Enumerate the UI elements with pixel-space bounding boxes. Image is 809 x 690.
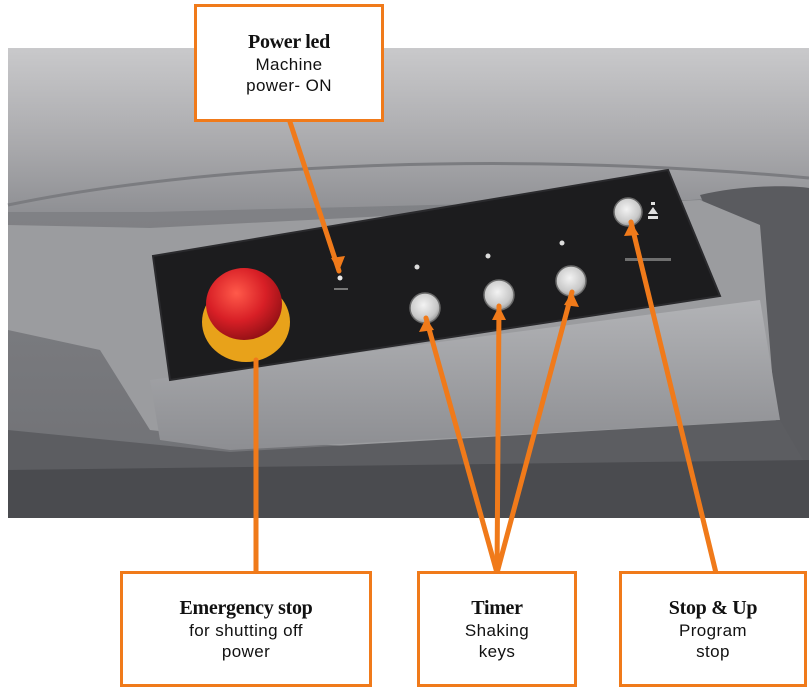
callout-emergency-stop: Emergency stop for shutting off power [120,571,372,687]
power-led-icon [334,275,348,290]
emergency-stop-icon [202,268,290,362]
timer-pointer-1 [423,315,500,576]
timer-led-2 [485,253,491,259]
timer-pointer-3 [494,289,575,576]
timer-arrowhead-1 [419,318,434,332]
stop-up-key-icon [613,197,643,227]
timer-pointer-2 [494,303,502,576]
callout-title: Power led [248,31,330,53]
callout-title: Stop & Up [668,597,758,619]
callout-power-led: Power led Machine power- ON [194,4,384,122]
callout-line: power- ON [246,76,332,95]
control-panel [151,168,722,382]
callout-line: for shutting off [189,621,303,640]
timer-key-icon [409,265,587,324]
callout-stop-up: Stop & Up Program stop [619,571,807,687]
timer-led-3 [559,240,565,246]
timer-arrowhead-3 [564,292,579,307]
stop-arrowhead [624,222,639,236]
callout-timer: Timer Shaking keys [417,571,577,687]
callout-line: Program [679,621,747,640]
stop-up-symbol-icon [648,202,658,219]
callout-title: Timer [471,597,523,619]
callout-line: Machine [255,55,323,74]
callout-line: Shaking [464,621,530,640]
timer-arrowhead-2 [492,306,506,320]
power-arrowhead [331,256,345,271]
timer-led-1 [414,264,420,270]
panel-print [625,258,671,261]
power-pointer [287,119,342,274]
callout-line: keys [478,642,516,661]
callout-line: stop [696,642,730,661]
stop-pointer [628,219,719,576]
callout-line: power [221,642,271,661]
callout-title: Emergency stop [179,597,313,619]
